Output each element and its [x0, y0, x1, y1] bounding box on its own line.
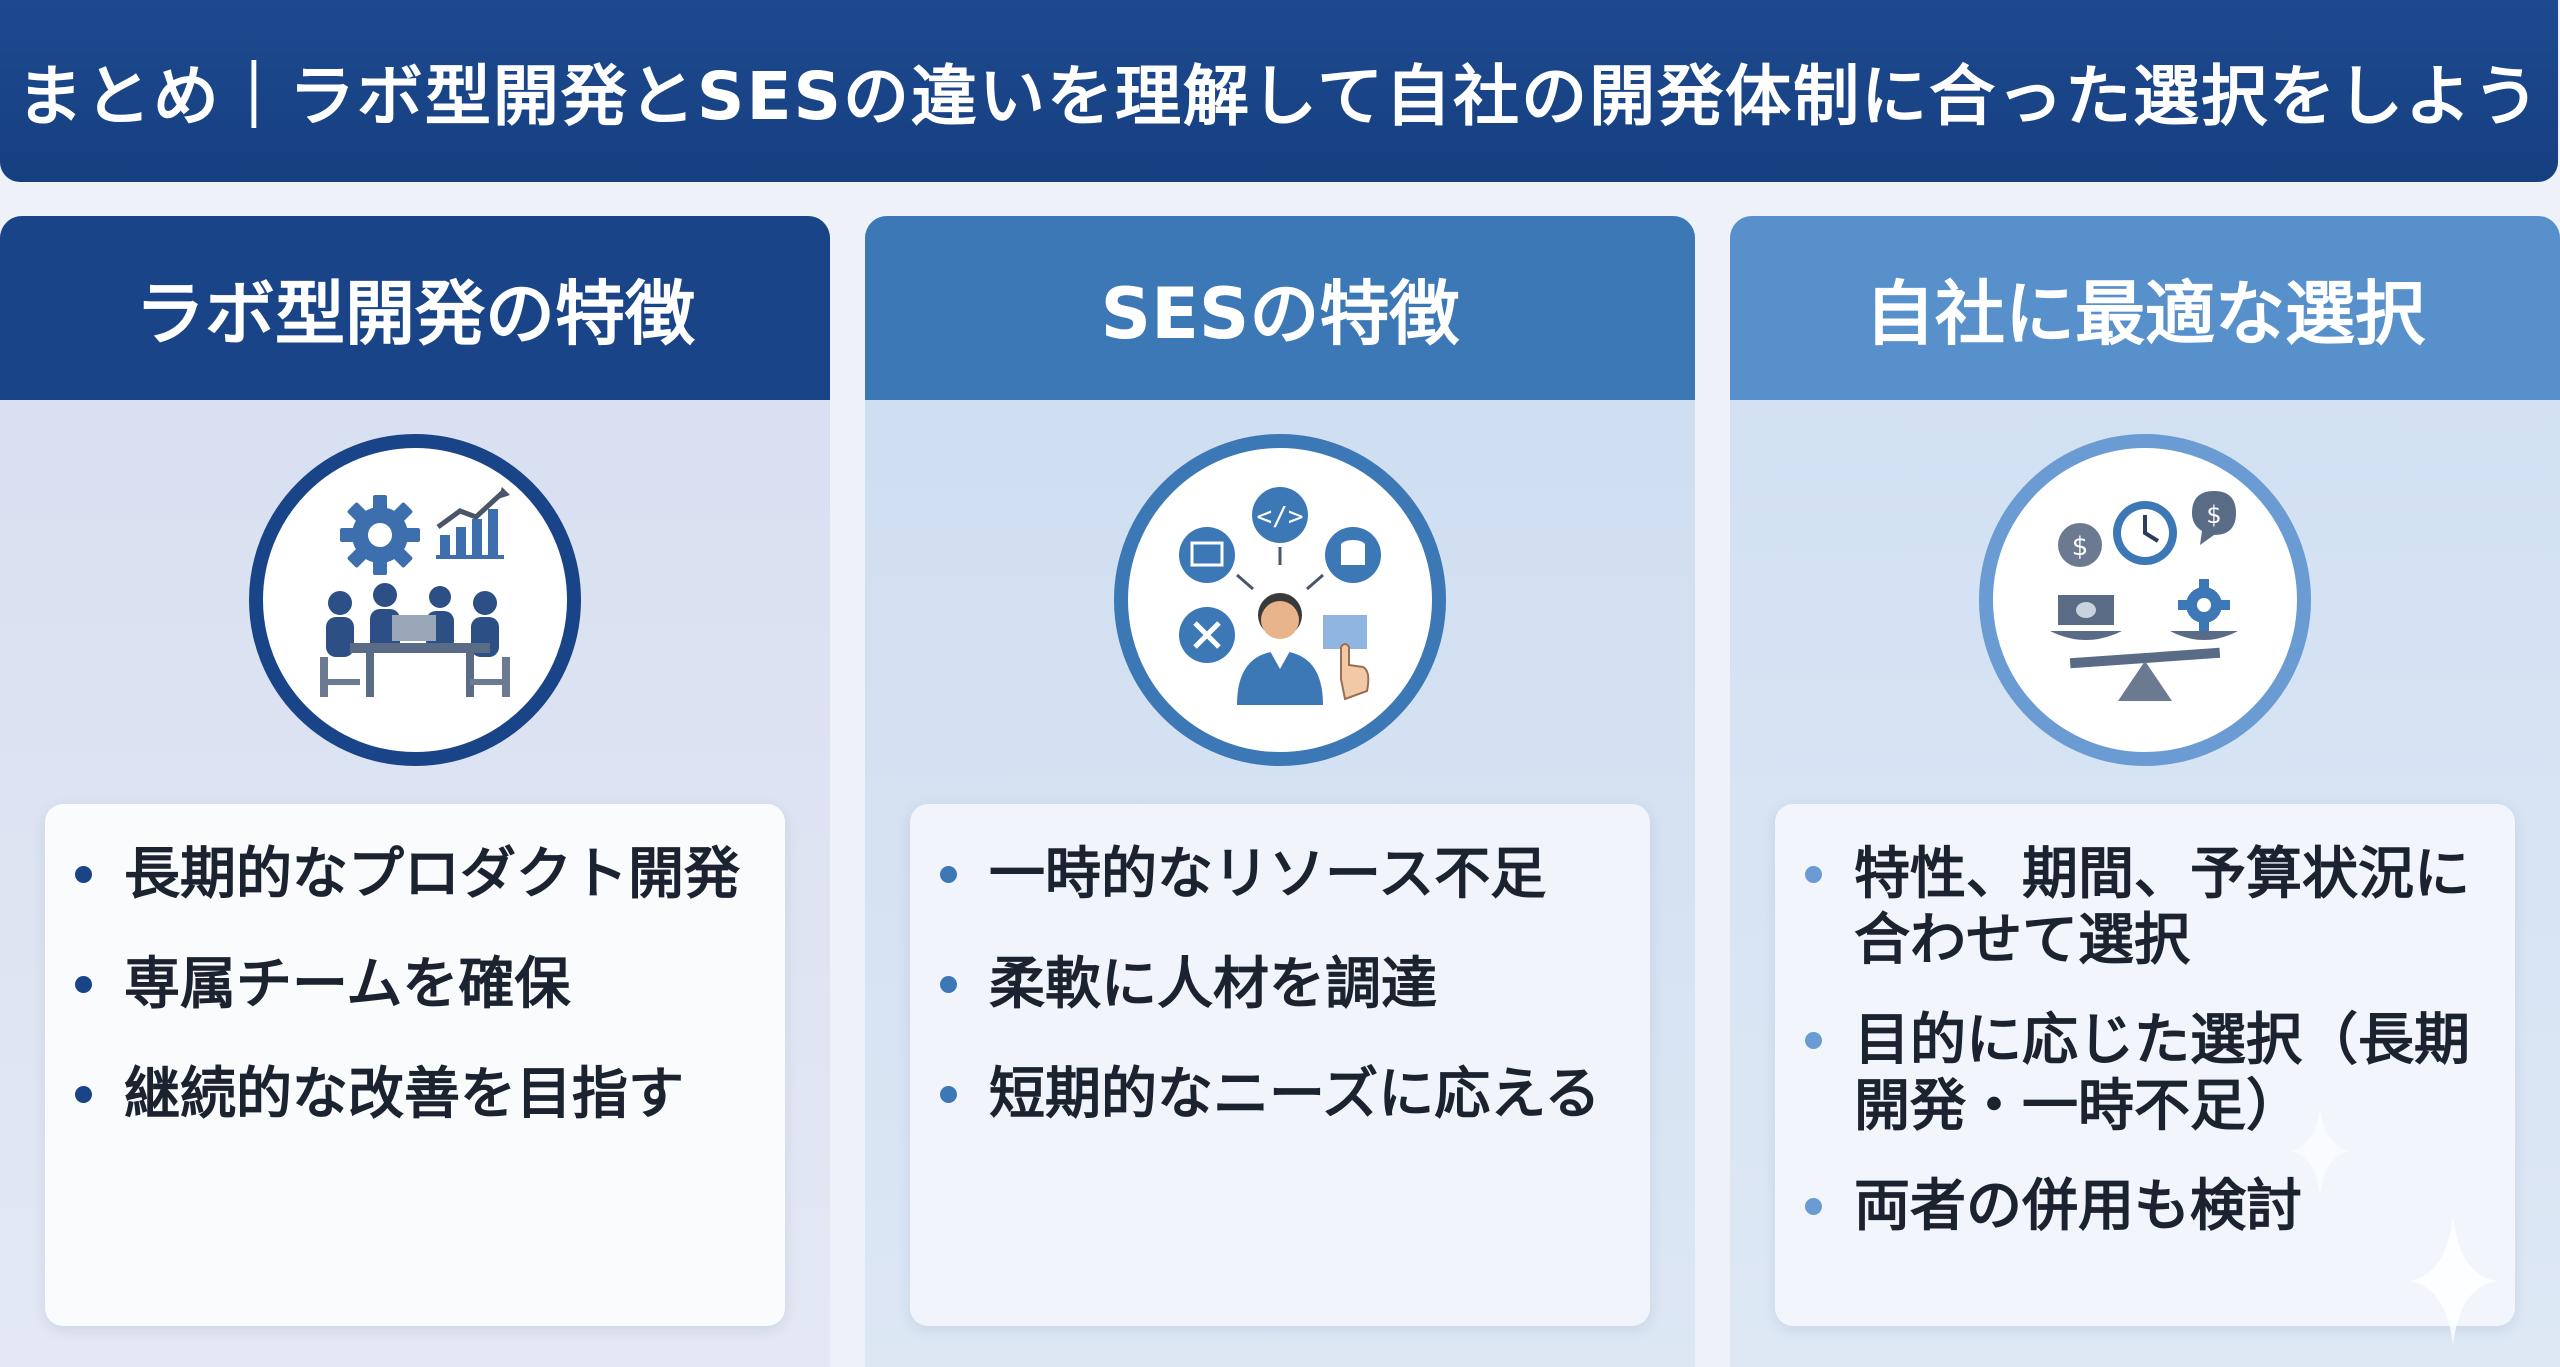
column-optimal-choice: 自社に最適な選択 $ $ [1730, 216, 2560, 1367]
column-header: SESの特徴 [865, 216, 1695, 400]
column-header: 自社に最適な選択 [1730, 216, 2560, 400]
list-item: 継続的な改善を目指す [75, 1062, 755, 1128]
header-banner: まとめ｜ラボ型開発とSESの違いを理解して自社の開発体制に合った選択をしよう [0, 0, 2558, 182]
list-item: 目的に応じた選択（長期開発・一時不足） [1805, 1008, 2485, 1140]
list-item: 両者の併用も検討 [1805, 1174, 2485, 1240]
bullet-dot [1805, 866, 1822, 883]
list-item: 特性、期間、予算状況に合わせて選択 [1805, 842, 2485, 974]
list-item: 長期的なプロダクト開発 [75, 842, 755, 908]
bullet-dot [940, 1086, 957, 1103]
page-title: まとめ｜ラボ型開発とSESの違いを理解して自社の開発体制に合った選択をしよう [16, 58, 2542, 135]
svg-text:$: $ [2072, 532, 2089, 562]
svg-text:$: $ [2206, 501, 2221, 529]
list-item: 一時的なリソース不足 [940, 842, 1620, 908]
bullet-dot [75, 1086, 92, 1103]
svg-text:</>: </> [1257, 502, 1304, 532]
bullet-dot [940, 976, 957, 993]
column-header: ラボ型開発の特徴 [0, 216, 830, 400]
column-labo: ラボ型開発の特徴 [0, 216, 830, 1367]
bullet-dot [940, 866, 957, 883]
feature-card: 一時的なリソース不足 柔軟に人材を調達 短期的なニーズに応える [910, 804, 1650, 1326]
feature-card: 特性、期間、予算状況に合わせて選択 目的に応じた選択（長期開発・一時不足） 両者… [1775, 804, 2515, 1326]
engineer-skills-icon: </> [1114, 434, 1446, 766]
sparkle-icon [2290, 1106, 2350, 1196]
column-ses: SESの特徴 </> [865, 216, 1695, 1367]
team-meeting-icon [249, 434, 581, 766]
list-item: 専属チームを確保 [75, 952, 755, 1018]
bullet-dot [1805, 1198, 1822, 1215]
bullet-dot [75, 866, 92, 883]
sparkle-icon [2409, 1216, 2497, 1346]
column-title: SESの特徴 [1100, 272, 1460, 355]
bullet-dot [75, 976, 92, 993]
balance-scale-icon: $ $ [1979, 434, 2311, 766]
feature-card: 長期的なプロダクト開発 専属チームを確保 継続的な改善を目指す [45, 804, 785, 1326]
list-item: 短期的なニーズに応える [940, 1062, 1620, 1128]
list-item: 柔軟に人材を調達 [940, 952, 1620, 1018]
bullet-dot [1805, 1032, 1822, 1049]
column-title: ラボ型開発の特徴 [135, 272, 695, 355]
column-title: 自社に最適な選択 [1865, 272, 2425, 355]
